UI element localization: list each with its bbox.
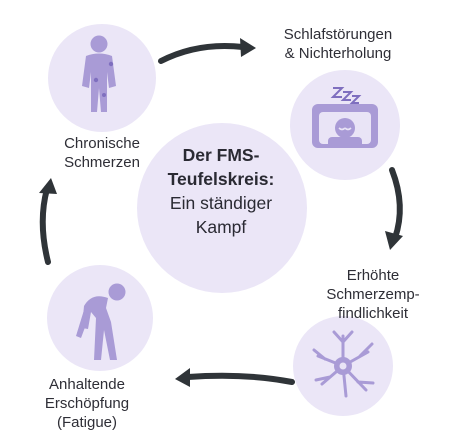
- center-subtitle-line1: Ein ständiger: [169, 193, 273, 213]
- center-circle: [137, 123, 307, 293]
- center-subtitle-line2: Kampf: [195, 217, 247, 237]
- arrow-head-2: [385, 231, 403, 250]
- sensitivity-label: Erhöhte Schmerzemp- findlichkeit: [326, 267, 420, 322]
- center-title-line2: Teufelskreis:: [167, 169, 275, 189]
- sleep-label: Schlafstörungen & Nichterholung: [283, 26, 393, 62]
- pain-label: Chronische Schmerzen: [64, 135, 140, 171]
- sleeping-person-icon: [312, 87, 378, 148]
- arrow-fatigue-to-pain: [39, 186, 51, 265]
- arrow-sleep-to-sensitivity: [389, 167, 403, 241]
- exhausted-person-icon: [76, 283, 126, 360]
- arrow-pain-to-sleep: [158, 42, 246, 64]
- nerve-cell-icon: [312, 330, 375, 398]
- cycle-arrows: [39, 42, 403, 385]
- body-pain-icon: [82, 35, 116, 112]
- arrow-sensitivity-to-fatigue: [185, 372, 295, 385]
- arrow-head-3: [175, 368, 190, 387]
- arrow-head-4: [39, 178, 57, 194]
- arrow-head-1: [240, 38, 256, 57]
- arrow-heads: [39, 38, 403, 387]
- fatigue-label: Anhaltende Erschöpfung (Fatigue): [44, 376, 130, 431]
- center-title: Der FMS- Teufelskreis: Ein ständiger Kam…: [146, 143, 296, 239]
- center-title-line1: Der FMS-: [182, 145, 260, 165]
